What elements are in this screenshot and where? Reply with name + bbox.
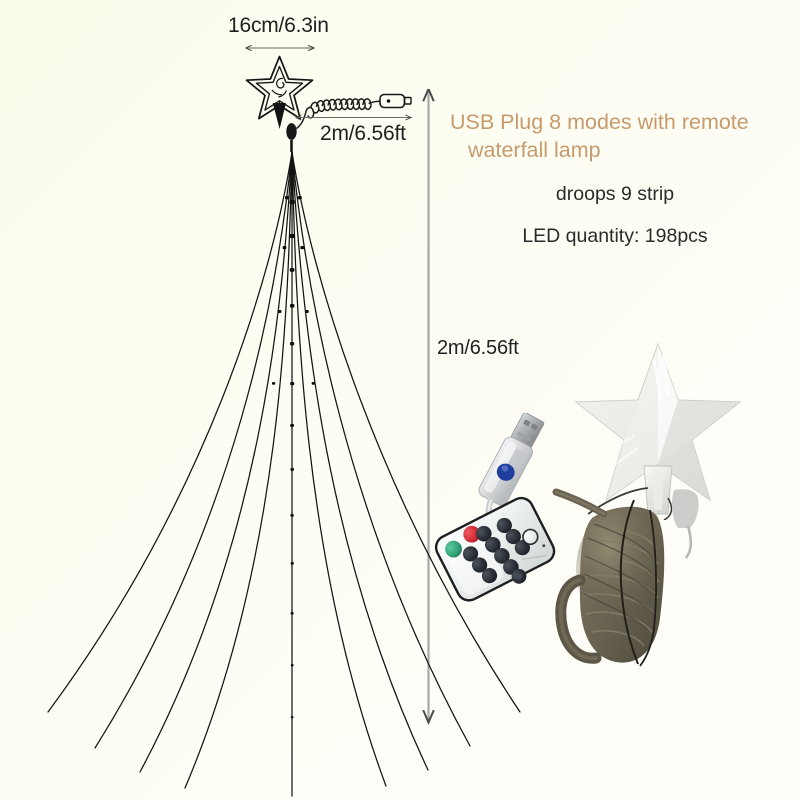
waterfall-strand	[291, 151, 387, 787]
remote-button	[494, 548, 510, 564]
star-topper-photo	[568, 338, 754, 521]
spec-headline-line1: USB Plug 8 modes with remote	[450, 110, 749, 134]
remote-control-photo	[427, 492, 565, 610]
waterfall-strand	[139, 151, 293, 773]
remote-button	[475, 525, 492, 542]
drop-length-dimension-label: 2m/6.56ft	[437, 337, 519, 359]
waterfall-strand	[94, 151, 293, 749]
waterfall-strand	[291, 151, 429, 771]
waterfall-strand	[291, 151, 471, 747]
remote-button	[462, 546, 479, 562]
spec-led-quantity: LED quantity: 198pcs	[522, 225, 708, 247]
coiled-usb-cable-icon	[296, 98, 381, 130]
spec-headline: USB Plug 8 modes with remote waterfall l…	[440, 108, 790, 164]
remote-button-on	[445, 540, 462, 558]
remote-button	[505, 528, 521, 545]
waterfall-strand-group	[47, 151, 521, 797]
remote-button	[496, 517, 512, 534]
remote-button	[481, 568, 498, 584]
coiled-wire-bundle-photo	[546, 488, 748, 670]
waterfall-strand	[184, 151, 293, 789]
led-dot-group	[272, 170, 315, 719]
remote-button-light	[522, 528, 539, 546]
spec-headline-line2: waterfall lamp	[468, 138, 601, 162]
usb-plug-outline-icon	[379, 93, 412, 109]
remote-button-off	[463, 525, 481, 543]
star-mount-cone	[272, 103, 297, 152]
remote-button	[471, 557, 488, 573]
usb-plug-photo	[463, 412, 579, 531]
star-width-dimension-label: 16cm/6.3in	[228, 14, 329, 37]
spec-strip-count: droops 9 strip	[555, 183, 675, 205]
waterfall-strand	[47, 151, 293, 713]
remote-button	[485, 536, 501, 553]
waterfall-strand	[291, 151, 521, 713]
cable-length-dimension-label: 2m/6.56ft	[320, 122, 406, 145]
product-spec-text-block: USB Plug 8 modes with remote waterfall l…	[440, 108, 790, 249]
